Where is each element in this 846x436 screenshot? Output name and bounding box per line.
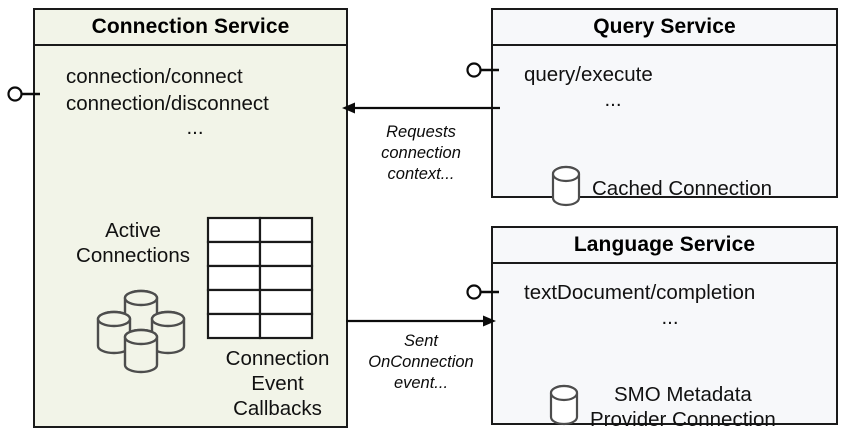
language-service-header: Language Service: [493, 228, 836, 264]
smo-metadata-label: SMO Metadata Provider Connection: [590, 382, 776, 432]
edge-label-sent-onconnection-event: Sent OnConnection event...: [352, 331, 490, 394]
smo-metadata-label-line2: Provider Connection: [590, 408, 776, 431]
interface-query-execute[interactable]: query/execute: [524, 63, 653, 86]
edge-label-line3: context...: [387, 165, 455, 184]
edge-label-line1: Requests: [386, 123, 456, 141]
edge-connection-to-language: [346, 309, 496, 338]
database-stack-icon: [88, 284, 196, 384]
callbacks-label-line1: Connection: [225, 347, 330, 370]
callbacks-label-line2: Event: [251, 372, 304, 395]
smo-metadata-label-line1: SMO Metadata: [613, 383, 752, 406]
connection-event-callbacks-label: Connection Event Callbacks: [200, 346, 355, 421]
component-query-service[interactable]: Query Service query/execute ... Cached C…: [491, 8, 838, 207]
language-service-ellipsis: ...: [661, 305, 679, 329]
query-service-header: Query Service: [493, 10, 836, 46]
connection-service-ellipsis: ...: [186, 116, 204, 140]
edge-label-line1: Sent: [404, 332, 438, 350]
query-service-ellipsis: ...: [604, 87, 622, 111]
lollipop-icon-language-service[interactable]: [465, 280, 499, 309]
language-service-title: Language Service: [573, 233, 756, 256]
connection-service-header: Connection Service: [35, 10, 346, 46]
connection-service-interface-list: connection/connect connection/disconnect…: [66, 64, 324, 139]
lollipop-icon-query-service[interactable]: [465, 58, 499, 87]
connection-service-title: Connection Service: [91, 15, 290, 38]
interface-connection-connect[interactable]: connection/connect: [66, 65, 243, 88]
edge-label-requests-connection-context: Requests connection context...: [358, 122, 484, 185]
callbacks-label-line3: Callbacks: [233, 397, 322, 420]
lollipop-icon-connection-service[interactable]: [6, 82, 40, 111]
interface-textdocument-completion[interactable]: textDocument/completion: [524, 281, 756, 304]
component-connection-service[interactable]: Connection Service connection/connect co…: [33, 8, 348, 428]
database-cylinder-icon: [548, 383, 580, 432]
language-service-interface-list: textDocument/completion ...: [524, 280, 816, 328]
interface-connection-disconnect[interactable]: connection/disconnect: [66, 91, 269, 115]
cached-connection-label: Cached Connection: [592, 177, 773, 200]
edge-label-line2: OnConnection: [368, 353, 474, 372]
table-grid-icon: [206, 216, 318, 349]
query-service-artifact: Cached Connection: [550, 164, 772, 213]
query-service-interface-list: query/execute ...: [524, 62, 702, 110]
component-language-service[interactable]: Language Service textDocument/completion…: [491, 226, 838, 431]
edge-label-line3: event...: [393, 374, 449, 393]
query-service-title: Query Service: [593, 15, 736, 38]
edge-query-to-connection: [340, 96, 500, 125]
active-connections-label-line1: Active: [105, 219, 161, 242]
edge-label-line2: connection: [381, 144, 461, 163]
language-service-artifact: SMO Metadata Provider Connection: [548, 382, 776, 432]
active-connections-label-line2: Connections: [76, 244, 190, 267]
database-cylinder-icon: [550, 164, 582, 213]
active-connections-label: Active Connections: [49, 218, 217, 268]
